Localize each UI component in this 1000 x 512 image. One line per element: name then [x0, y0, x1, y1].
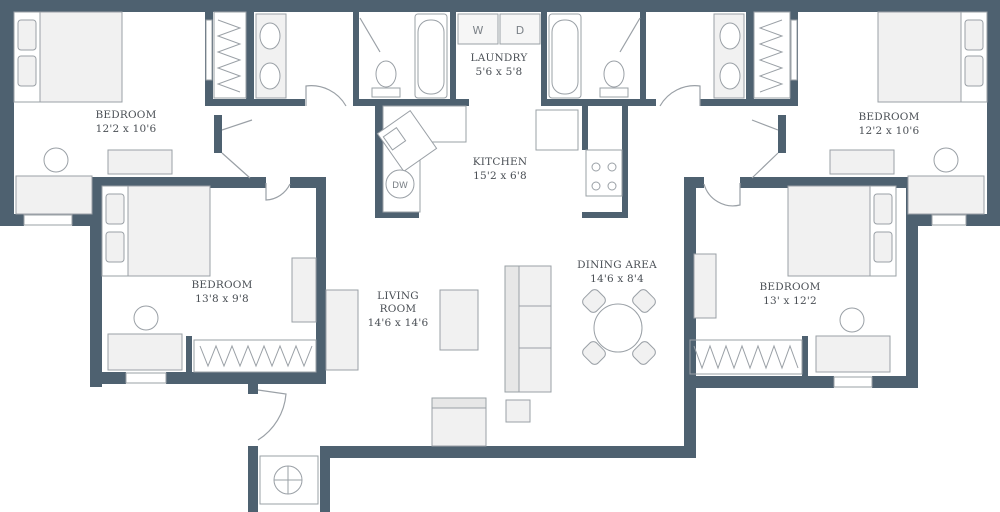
- kitchen-fixtures: [376, 105, 623, 213]
- chair-icon: [133, 305, 159, 331]
- dishwasher-icon: [385, 169, 415, 199]
- bathrooms: [255, 13, 745, 99]
- dresser-icon: [693, 253, 717, 319]
- room-size-living: 14'6 x 14'6: [368, 317, 429, 329]
- closet-icon: [753, 11, 791, 99]
- door-icon: [619, 17, 641, 53]
- armchair-icon: [431, 397, 487, 447]
- room-size-bedroom-top-right: 12'2 x 10'6: [859, 125, 920, 137]
- door-icon: [359, 17, 381, 53]
- room-name-dining: DINING AREA: [577, 259, 657, 271]
- windows: [23, 19, 967, 388]
- sink-icon: [719, 62, 741, 90]
- closets: [193, 11, 803, 375]
- door-icon: [221, 119, 253, 179]
- sink-icon: [259, 62, 281, 90]
- bed-icon: [13, 11, 123, 103]
- tv-console-icon: [325, 289, 359, 371]
- door-icon: [659, 85, 701, 107]
- coffee-table-icon: [439, 289, 479, 351]
- dishwasher-mark: DW: [392, 181, 408, 191]
- dresser-icon: [829, 149, 895, 175]
- door-icon: [751, 119, 779, 179]
- chair-icon: [632, 341, 656, 365]
- dresser-icon: [107, 149, 173, 175]
- toilet-icon: [599, 60, 629, 98]
- closet-icon: [689, 339, 803, 375]
- sink-icon: [259, 22, 281, 50]
- chair-icon: [933, 147, 959, 173]
- chair-icon: [839, 307, 865, 333]
- room-name-bedroom-mid-left: BEDROOM: [191, 279, 252, 291]
- sink-icon: [719, 22, 741, 50]
- toilet-icon: [371, 60, 401, 98]
- room-size-bedroom-top-left: 12'2 x 10'6: [96, 123, 157, 135]
- room-name-laundry: LAUNDRY: [471, 52, 529, 64]
- dryer-mark: D: [516, 24, 524, 37]
- hvac-unit-icon: [259, 455, 319, 505]
- room-name-kitchen: KITCHEN: [473, 156, 527, 168]
- door-icon: [265, 183, 291, 201]
- door-icon: [703, 183, 741, 207]
- washer-mark: W: [473, 24, 484, 37]
- dresser-icon: [291, 257, 317, 323]
- closet-icon: [213, 11, 247, 99]
- room-name-bedroom-top-right: BEDROOM: [858, 111, 919, 123]
- room-size-laundry: 5'6 x 5'8: [476, 66, 523, 78]
- table-icon: [593, 303, 643, 353]
- room-labels: BEDROOM 12'2 x 10'6 BEDROOM 13'8 x 9'8 B…: [95, 52, 919, 329]
- chair-icon: [43, 147, 69, 173]
- room-name-living-line1: LIVING: [377, 290, 419, 302]
- door-icon: [305, 85, 347, 107]
- furniture: [13, 11, 988, 373]
- side-table-icon: [505, 399, 531, 423]
- doors: [221, 17, 779, 441]
- bed-icon: [787, 185, 897, 277]
- room-size-dining: 14'6 x 8'4: [590, 273, 644, 285]
- desk-icon: [15, 175, 93, 215]
- dryer-icon: [499, 13, 541, 45]
- sofa-icon: [504, 265, 552, 393]
- washer-icon: [457, 13, 499, 45]
- bed-icon: [101, 185, 211, 277]
- living-furniture: [259, 265, 656, 505]
- sink-icon: [376, 109, 438, 173]
- desk-icon: [815, 335, 891, 373]
- closet-icon: [193, 339, 317, 373]
- desk-icon: [107, 333, 183, 371]
- stove-icon: [585, 149, 623, 197]
- laundry-machines: [457, 13, 541, 45]
- bed-icon: [877, 11, 988, 103]
- desk-icon: [907, 175, 985, 215]
- room-name-living-line2: ROOM: [380, 303, 417, 315]
- chair-icon: [582, 341, 606, 365]
- chair-icon: [582, 289, 606, 313]
- room-name-bedroom-mid-right: BEDROOM: [759, 281, 820, 293]
- room-size-bedroom-mid-right: 13' x 12'2: [763, 295, 817, 307]
- room-size-kitchen: 15'2 x 6'8: [473, 170, 527, 182]
- chair-icon: [632, 289, 656, 313]
- room-size-bedroom-mid-left: 13'8 x 9'8: [195, 293, 249, 305]
- refrigerator-icon: [535, 109, 579, 151]
- door-icon: [257, 389, 287, 441]
- room-name-bedroom-top-left: BEDROOM: [95, 109, 156, 121]
